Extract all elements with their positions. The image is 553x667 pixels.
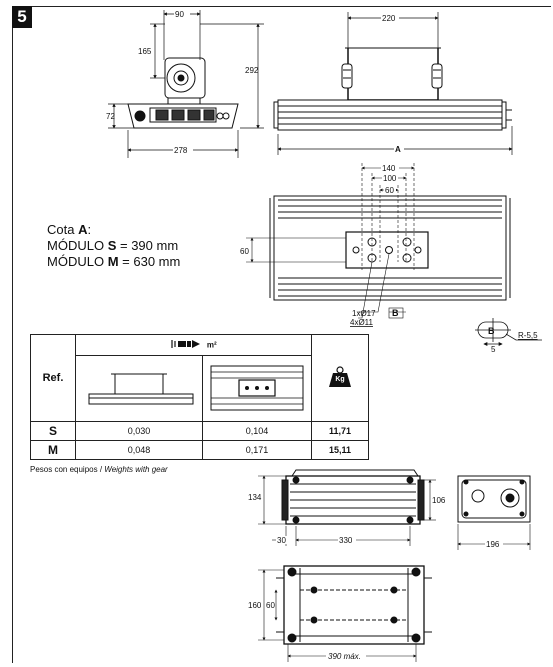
dim-60-bottom: 60 (266, 601, 275, 610)
dim-30: 30 (277, 536, 286, 545)
wind-area-header: m² (75, 333, 312, 357)
hole-4x11: 4xØ11 (350, 318, 374, 327)
dim-60-left: 60 (240, 247, 249, 256)
cota-block: Cota A: MÓDULO S = 390 mm MÓDULO M = 630… (47, 222, 180, 270)
dim-5: 5 (491, 345, 496, 354)
side-view-dims (108, 10, 264, 158)
weight-header: Kg (311, 334, 369, 422)
plan-small-drawing (202, 355, 312, 422)
cota-line-m: MÓDULO M = 630 mm (47, 254, 181, 269)
spec-table: Ref. m² Kg (30, 333, 369, 460)
dim-196: 196 (486, 540, 500, 549)
dim-165: 165 (138, 47, 152, 56)
cota-line-s: MÓDULO S = 390 mm (47, 238, 179, 253)
detail-b-ref: B (392, 308, 399, 318)
table-row: S 0,030 0,104 11,71 (30, 421, 369, 441)
cota-heading: Cota A: (47, 222, 92, 237)
dim-134: 134 (248, 493, 262, 502)
hole-1x17: 1xØ17 (352, 309, 376, 318)
bottom-plan-view (276, 565, 432, 645)
dim-390-max: 390 máx. (328, 652, 361, 661)
dim-r55: R-5,5 (518, 331, 538, 340)
front-view-dims (277, 12, 513, 155)
table-row: M 0,048 0,171 15,11 (30, 440, 369, 460)
dim-330: 330 (339, 536, 353, 545)
dim-60: 60 (385, 186, 394, 195)
end-view-bottom (457, 475, 531, 523)
weight-icon: Kg (328, 366, 352, 388)
side-view-small (127, 57, 239, 129)
dim-220: 220 (382, 14, 396, 23)
section-number-badge: 5 (12, 6, 32, 28)
wind-unit: m² (206, 340, 217, 350)
ref-header: Ref. (30, 334, 76, 422)
drawing-frame (12, 6, 551, 663)
dim-278: 278 (174, 146, 188, 155)
detail-b-slot (475, 318, 542, 346)
dim-292: 292 (245, 66, 259, 75)
dim-140: 140 (382, 164, 396, 173)
dim-100: 100 (383, 174, 397, 183)
dim-a: A (395, 145, 401, 154)
dim-160: 160 (248, 601, 262, 610)
front-view-long (273, 47, 512, 131)
wind-icon (170, 338, 204, 352)
bottom-side-view (281, 469, 425, 525)
weights-note: Pesos con equipos / Weights with gear (30, 465, 168, 474)
top-view-plate (269, 195, 511, 301)
dim-72: 72 (106, 112, 115, 121)
dim-90: 90 (175, 10, 184, 19)
section-small-drawing (75, 355, 203, 422)
dim-106: 106 (432, 496, 446, 505)
detail-b-label: B (488, 326, 495, 336)
